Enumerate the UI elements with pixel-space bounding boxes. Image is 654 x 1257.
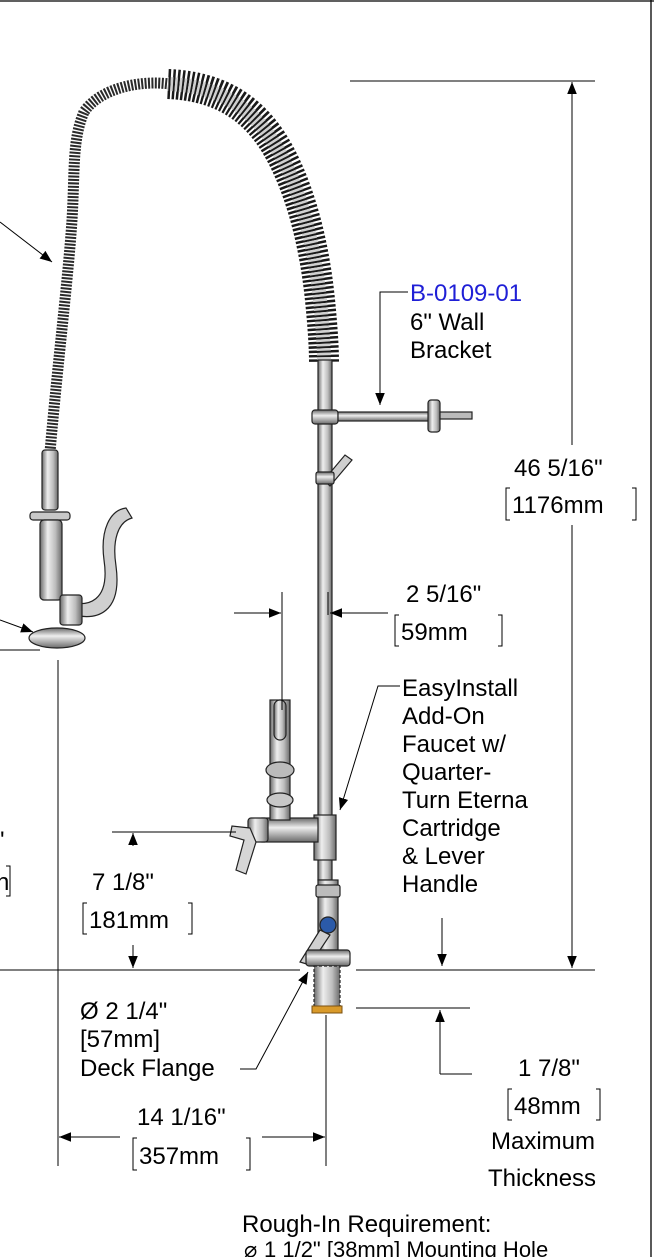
hose-leader xyxy=(0,221,53,263)
thickness-line1: Maximum xyxy=(491,1128,595,1155)
reach-metric-box: 357mm xyxy=(132,1137,251,1171)
faucet-desc-line-2: Faucet w/ xyxy=(402,731,506,758)
base-valve-indicator xyxy=(319,916,337,934)
pre-rinse-spring-highlight xyxy=(167,77,331,363)
faucet-desc-line-6: & Lever xyxy=(402,843,485,870)
thickness-line2: Thickness xyxy=(488,1165,596,1192)
left-edge-fragment-2: n xyxy=(0,869,9,896)
spout-offset-metric-box: 59mm xyxy=(394,614,503,647)
spray-valve-ring xyxy=(29,511,71,521)
add-on-faucet-ring xyxy=(265,761,295,779)
faucet-height-metric-box: 181mm xyxy=(82,902,193,935)
spray-head xyxy=(28,627,86,649)
wall-bracket-stub xyxy=(439,411,473,420)
add-on-lever-handle xyxy=(229,825,257,875)
base-valve-cap xyxy=(315,884,341,898)
spray-valve-body xyxy=(39,519,63,601)
spray-valve-neck xyxy=(59,594,83,626)
deck-thickness-imperial: 1 7/8" xyxy=(518,1055,580,1082)
overall-height-imperial: 46 5/16" xyxy=(514,455,603,482)
bracket-label-line1: 6" Wall xyxy=(410,309,484,336)
rough-in-line2: 1 1/2" [38mm] Mounting Hole xyxy=(264,1237,548,1257)
reach-metric: 357mm xyxy=(139,1143,219,1170)
faucet-height-imperial: 7 1/8" xyxy=(92,869,154,896)
faucet-height-metric: 181mm xyxy=(89,907,169,934)
shank-washer xyxy=(311,1005,343,1014)
wall-bracket-arm xyxy=(337,411,431,422)
dimension-lines xyxy=(0,80,595,1166)
flange-line3: Deck Flange xyxy=(80,1055,215,1082)
rough-in-line1: Rough-In Requirement: xyxy=(242,1211,491,1238)
faucet-desc-line-7: Handle xyxy=(402,871,478,898)
overall-height-metric-box: 1176mm xyxy=(505,487,637,521)
faucet-desc-line-5: Cartridge xyxy=(402,815,501,842)
faucet-desc-line-3: Quarter- xyxy=(402,759,491,786)
faucet-desc-line-0: EasyInstall xyxy=(402,675,518,702)
deck-flange xyxy=(305,949,351,967)
spray-valve-handle xyxy=(61,507,133,617)
threaded-shank xyxy=(313,965,341,1009)
add-on-faucet-ring-2 xyxy=(266,792,294,808)
left-edge-bracket xyxy=(6,865,11,897)
faucet-desc-line-1: Add-On xyxy=(402,703,485,730)
overall-height-metric: 1176mm xyxy=(512,492,604,519)
add-on-faucet-spout-top xyxy=(273,699,287,741)
wall-bracket-flange xyxy=(427,399,441,433)
flex-hose xyxy=(44,77,171,453)
flange-leader xyxy=(240,971,309,1070)
rough-in-diameter-symbol: ⌀ xyxy=(244,1237,257,1257)
reach-imperial: 14 1/16" xyxy=(137,1104,226,1131)
add-on-faucet-body xyxy=(261,817,319,843)
faucet-desc-line-4: Turn Eterna xyxy=(402,787,528,814)
riser-clip xyxy=(315,471,335,485)
flange-line1: Ø 2 1/4" xyxy=(80,998,167,1025)
deck-thickness-metric: 48mm xyxy=(514,1093,581,1120)
deck-thickness-metric-box: 48mm xyxy=(507,1088,601,1121)
spout-offset-metric: 59mm xyxy=(401,619,468,646)
spray-valve-connector xyxy=(41,449,59,511)
bracket-collar xyxy=(311,409,339,425)
bracket-leader xyxy=(375,291,408,405)
bracket-part-number[interactable]: B-0109-01 xyxy=(410,280,522,307)
pre-rinse-unit-illustration xyxy=(28,69,473,1014)
left-edge-fragment-1: ' xyxy=(0,827,5,854)
faucet-leader xyxy=(338,685,400,811)
riser-pipe xyxy=(317,359,333,881)
spout-offset-imperial: 2 5/16" xyxy=(406,581,481,608)
faucet-description: EasyInstall Add-On Faucet w/ Quarter- Tu… xyxy=(402,675,528,898)
spray-leader xyxy=(0,619,34,633)
bracket-label-line2: Bracket xyxy=(410,337,492,364)
flange-line2: [57mm] xyxy=(80,1026,160,1053)
